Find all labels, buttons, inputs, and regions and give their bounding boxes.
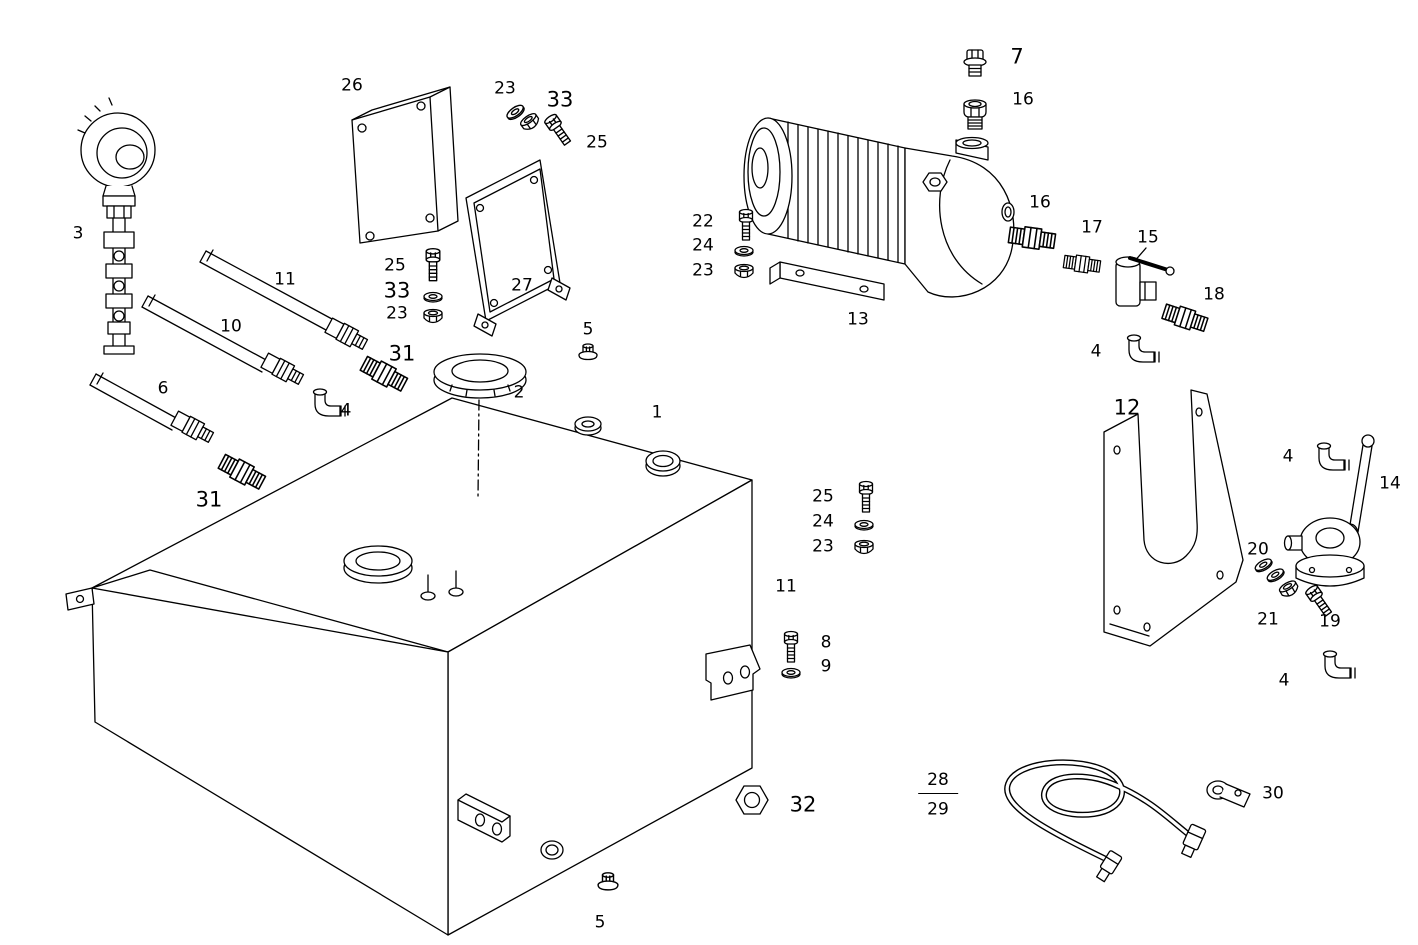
- plug-part-5-top: [578, 343, 598, 361]
- washer-part-9: [781, 667, 801, 679]
- nut-part-33-top: [518, 110, 542, 134]
- callout-4: 4: [1278, 670, 1290, 691]
- callout-5: 5: [594, 912, 606, 933]
- mounting-plate-part: [465, 159, 571, 337]
- tee-valve-part-15: [1115, 247, 1175, 307]
- callout-16: 16: [1012, 89, 1034, 110]
- callout-7: 7: [1010, 44, 1024, 69]
- elbow-part-4c: [1316, 442, 1350, 471]
- callout-24: 24: [692, 235, 714, 256]
- nipple-part-18: [1160, 301, 1210, 335]
- hose-part-10: [141, 294, 305, 385]
- callout-2: 2: [513, 382, 525, 403]
- washer-part-20b: [1264, 566, 1287, 585]
- callout-24: 24: [812, 511, 834, 532]
- nut-part-21: [1277, 578, 1301, 600]
- plug-part-7: [963, 49, 987, 77]
- callout-16: 16: [1029, 192, 1051, 213]
- callout-15: 15: [1137, 227, 1159, 248]
- elbow-part-4b: [1126, 334, 1160, 363]
- elbow-part-4d: [1322, 650, 1356, 679]
- callout-31: 31: [388, 341, 416, 366]
- nipple-part-17: [1062, 252, 1102, 276]
- union-part-31b: [216, 451, 268, 493]
- callout-17: 17: [1081, 217, 1103, 238]
- callout-9: 9: [820, 656, 832, 677]
- callout-12: 12: [1113, 395, 1141, 420]
- callout-18: 18: [1203, 284, 1225, 305]
- callout-4: 4: [340, 400, 352, 421]
- bolt-part-25-top: [542, 112, 574, 148]
- callout-25: 25: [384, 255, 406, 276]
- callout-3: 3: [72, 223, 84, 244]
- motor-pump-part: [743, 117, 1015, 301]
- washer-part-24-motor: [734, 245, 754, 257]
- callout-5: 5: [582, 319, 594, 340]
- callout-32: 32: [789, 792, 817, 817]
- washer-part-24-mid: [854, 519, 874, 531]
- callout-28: 28: [918, 772, 958, 794]
- callout-26: 26: [341, 75, 363, 96]
- callout-30: 30: [1262, 783, 1284, 804]
- bushing-part-16-side: [1007, 223, 1057, 253]
- pump-bracket-part: [1103, 389, 1244, 647]
- washer-part-33-left: [423, 291, 443, 303]
- drain-nut-part-32: [735, 785, 769, 815]
- callout-11: 11: [775, 576, 797, 597]
- callout-31: 31: [195, 487, 223, 512]
- bolt-part-22: [738, 208, 754, 241]
- callout-23: 23: [494, 78, 516, 99]
- hose-part-6: [89, 372, 215, 443]
- bolt-part-8: [783, 630, 799, 663]
- callout-19: 19: [1319, 611, 1341, 632]
- callout-11: 11: [274, 269, 296, 290]
- filler-cap-part: [433, 353, 527, 499]
- cable-part: [1004, 759, 1207, 883]
- nut-part-23-motor: [734, 263, 754, 279]
- callout-10: 10: [220, 316, 242, 337]
- callout-27: 27: [511, 275, 533, 296]
- nut-part-23-left: [423, 308, 443, 324]
- callout-6: 6: [157, 378, 169, 399]
- callout-33: 33: [383, 278, 411, 303]
- callout-22: 22: [692, 211, 714, 232]
- callout-20: 20: [1247, 539, 1269, 560]
- callout-23: 23: [386, 303, 408, 324]
- callout-4: 4: [1282, 446, 1294, 467]
- level-sensor-part: [77, 97, 156, 355]
- callout-14: 14: [1379, 473, 1401, 494]
- callout-25: 25: [586, 132, 608, 153]
- callout-1: 1: [651, 402, 663, 423]
- junction-box-part: [351, 86, 459, 244]
- callout-25: 25: [812, 486, 834, 507]
- callout-29: 29: [927, 799, 949, 820]
- bolt-part-25-left: [425, 247, 441, 282]
- callout-13: 13: [847, 309, 869, 330]
- bolt-part-25-mid: [858, 480, 874, 513]
- plug-part-5-bottom: [597, 872, 619, 891]
- callout-23: 23: [692, 260, 714, 281]
- callout-4: 4: [1090, 341, 1102, 362]
- cable-clip-part: [1206, 780, 1251, 808]
- callout-21: 21: [1257, 609, 1279, 630]
- nut-part-23-mid: [854, 539, 874, 555]
- hose-part-11: [199, 249, 369, 350]
- callout-8: 8: [820, 632, 832, 653]
- oil-tank-part: [65, 397, 761, 936]
- callout-23: 23: [812, 536, 834, 557]
- hand-pump-part: [1283, 434, 1375, 587]
- callout-33: 33: [546, 87, 574, 112]
- bushing-part-16-top: [963, 99, 987, 130]
